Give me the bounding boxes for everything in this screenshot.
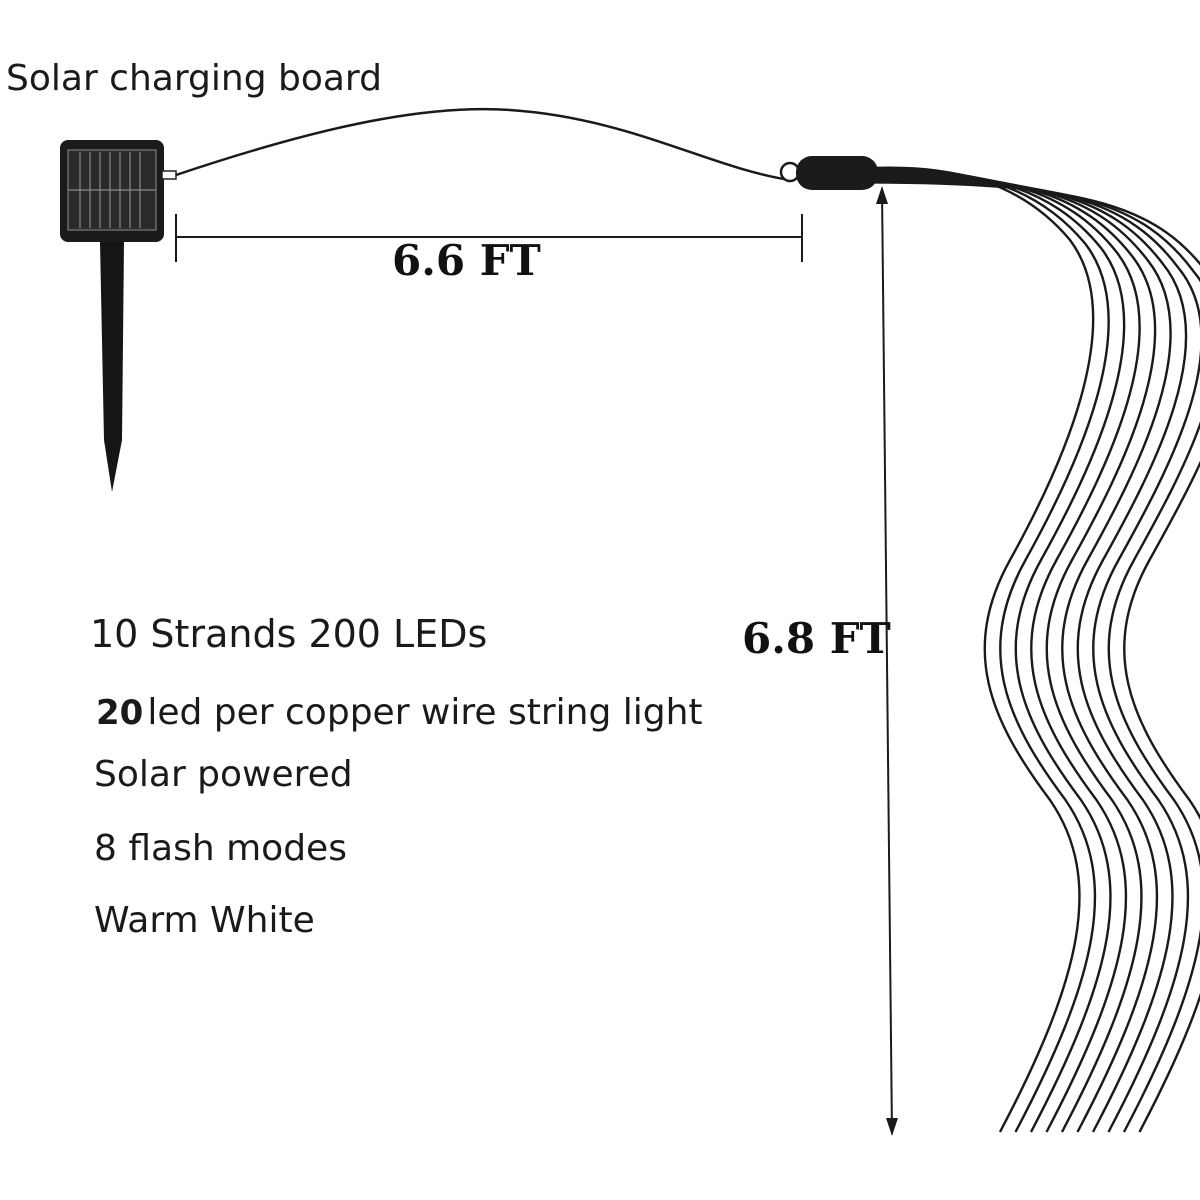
spec-power: Solar powered — [94, 754, 353, 795]
led-strand — [871, 179, 1200, 1133]
solar-panel-grid — [68, 152, 156, 228]
led-strand — [871, 169, 1126, 1133]
solar-board-label: Solar charging board — [6, 58, 382, 99]
led-strand — [871, 177, 1200, 1133]
spec-per-wire-text: led per copper wire string light — [147, 692, 703, 733]
solar-panel-connector — [161, 170, 177, 180]
led-strands — [871, 166, 1200, 1133]
spec-color: Warm White — [94, 900, 315, 941]
cable-length-label: 6.6 FT — [392, 236, 541, 285]
led-strand — [871, 181, 1200, 1133]
led-strand — [871, 176, 1188, 1133]
spec-strands-leds: 10 Strands 200 LEDs — [90, 612, 488, 656]
cable-length-dimension — [175, 214, 803, 262]
strand-length-label: 6.8 FT — [742, 614, 891, 663]
solar-panel-icon — [60, 140, 177, 242]
led-strand — [871, 171, 1141, 1133]
controller-box-icon — [779, 156, 878, 190]
spec-modes: 8 flash modes — [94, 828, 347, 869]
led-strand — [871, 168, 1110, 1133]
spec-per-wire-number: 20 — [96, 693, 144, 733]
led-strand — [871, 174, 1172, 1133]
led-strand — [871, 166, 1095, 1133]
ground-stake-icon — [100, 242, 124, 492]
strand-length-dimension — [876, 186, 898, 1136]
led-strand — [871, 173, 1157, 1133]
connection-cable — [175, 107, 791, 182]
